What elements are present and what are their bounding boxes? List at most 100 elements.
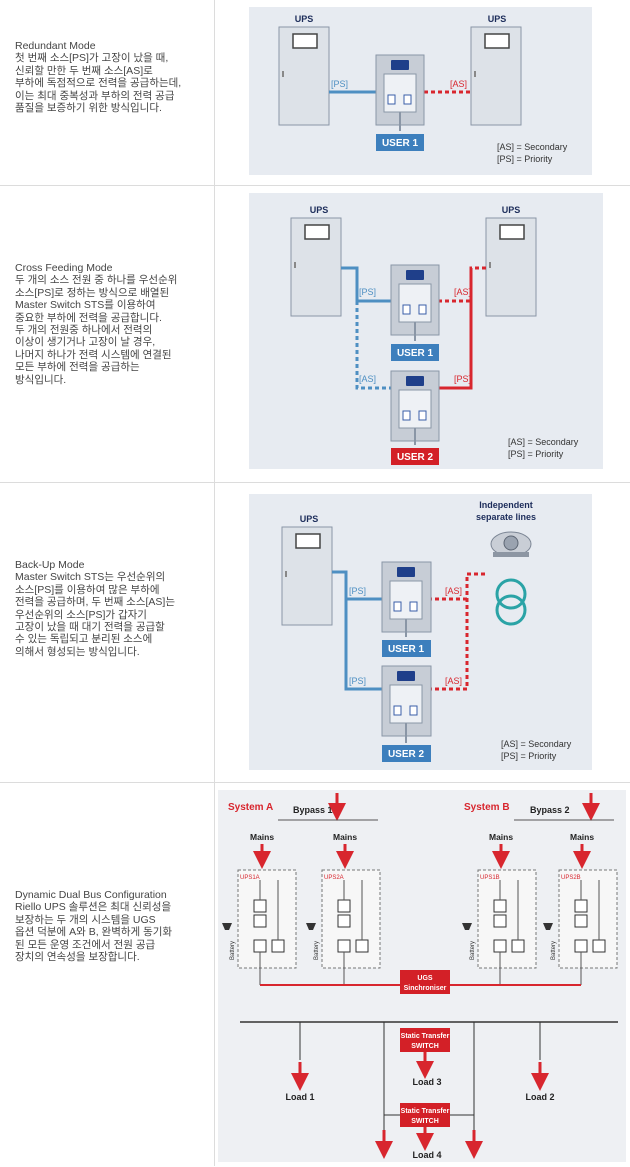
mode-title: Cross Feeding Mode [15, 262, 113, 274]
ups-label: UPS [488, 14, 507, 24]
battery-icon [543, 923, 553, 930]
mode-body: Master Switch STS는 우선순위의 소스[PS]를 이용하여 많은… [15, 571, 176, 658]
user2-badge [382, 745, 431, 762]
static-transfer-switch-1 [400, 1028, 450, 1052]
dynamic-dual-bus-row: Dynamic Dual Bus Configuration Riello UP… [0, 782, 630, 1166]
ps-label: [PS] [349, 676, 366, 686]
ps-line-user1 [332, 570, 382, 601]
back-up-diagram: UPS [PS] [PS] [AS] [AS] Independent sepa… [249, 494, 592, 770]
ups-cabinet-right [485, 217, 537, 317]
cross-feeding-diagram: UPS UPS [PS] [AS] [AS] [PS] [249, 193, 603, 469]
ups-block-2b: Mains UPS2B Battery [543, 832, 618, 985]
ups-block-1b: Mains UPS1B Battery [462, 832, 537, 985]
ups-block-2a: Mains UPS2A Battery [306, 832, 381, 985]
sts-switch-unit [375, 54, 425, 131]
legend-priority: [PS] = Priority [508, 449, 564, 459]
sts-label: SWITCH [411, 1043, 439, 1050]
user1-badge [391, 344, 439, 361]
ups-label: UPS [295, 14, 314, 24]
redundant-diagram: UPS UPS [PS] [AS] [249, 7, 592, 175]
redundant-mode-description: Redundant Mode 첫 번째 소스[PS]가 고장이 났을 때, 신뢰… [15, 40, 205, 114]
as-label: [AS] [454, 287, 471, 297]
as-label: [AS] [445, 586, 462, 596]
back-up-mode-row: Back-Up Mode Master Switch STS는 우선순위의 소스… [0, 482, 630, 783]
mains-label: Mains [333, 832, 357, 842]
battery-label: Battery [470, 941, 476, 960]
ups-label: UPS [300, 514, 319, 524]
ups2a-label: UPS2A [324, 875, 344, 881]
ups-label: UPS [502, 205, 521, 215]
sts-label: Static Transfer [401, 1108, 450, 1115]
ps-label: [PS] [454, 374, 471, 384]
as-line [431, 572, 485, 691]
ps-line-user2 [439, 268, 473, 390]
user2-label: USER 2 [397, 452, 434, 463]
cross-feeding-mode-row: Cross Feeding Mode 두 개의 소스 전원 중 하나를 우선순위… [0, 185, 630, 483]
user1-label: USER 1 [382, 138, 419, 149]
load3-label: Load 3 [412, 1077, 441, 1087]
ps-line-user2 [344, 599, 382, 691]
load4-label: Load 4 [412, 1150, 441, 1160]
bypass1-label: Bypass 1 [293, 805, 333, 815]
battery-icon [462, 923, 472, 930]
back-up-description: Back-Up Mode Master Switch STS는 우선순위의 소스… [15, 559, 205, 658]
battery-icon [306, 923, 316, 930]
mode-body: 두 개의 소스 전원 중 하나를 우선순위 소스[PS]로 정하는 방식으로 배… [15, 274, 178, 386]
as-label: [AS] [359, 374, 376, 384]
ugs-label: UGS [417, 975, 433, 982]
ps-label: [PS] [359, 287, 376, 297]
coil-icon [495, 578, 527, 626]
ps-label: [PS] [349, 586, 366, 596]
ups1a-label: UPS1A [240, 875, 260, 881]
cross-feeding-description: Cross Feeding Mode 두 개의 소스 전원 중 하나를 우선순위… [15, 262, 205, 386]
battery-label: Battery [314, 941, 320, 960]
as-label: [AS] [450, 79, 467, 89]
mains-label: Mains [570, 832, 594, 842]
dual-bus-description: Dynamic Dual Bus Configuration Riello UP… [15, 889, 205, 963]
ugs-synchroniser-box [400, 970, 450, 994]
ups-cabinet-left [290, 217, 342, 317]
load2-label: Load 2 [525, 1092, 554, 1102]
static-transfer-switch-2 [400, 1103, 450, 1127]
ups-cabinet-left [278, 26, 330, 126]
as-label: [AS] [445, 676, 462, 686]
user2-label: USER 2 [388, 749, 425, 760]
mode-body: 첫 번째 소스[PS]가 고장이 났을 때, 신뢰할 만한 두 번째 소스[AS… [15, 52, 182, 115]
mode-title: Back-Up Mode [15, 559, 85, 571]
bypass2-label: Bypass 2 [530, 805, 570, 815]
ups-block-1a: Mains UPS1A Battery [222, 832, 297, 985]
independent-label: separate lines [476, 512, 536, 522]
legend-priority: [PS] = Priority [497, 154, 553, 164]
sts-switch-unit [390, 370, 440, 445]
dual-bus-diagram: System A System B Bypass 1 Bypass 2 Main… [218, 790, 626, 1162]
user2-badge [391, 448, 439, 465]
ugs-label: Sinchroniser [404, 985, 447, 992]
user1-badge [376, 134, 424, 151]
as-line-user2 [355, 301, 391, 390]
ups-label: UPS [310, 205, 329, 215]
legend-secondary: [AS] = Secondary [508, 437, 579, 447]
legend-priority: [PS] = Priority [501, 751, 557, 761]
system-b-label: System B [464, 802, 510, 813]
sts-switch-unit [381, 665, 432, 743]
sts-switch-unit [381, 561, 432, 637]
ups1b-label: UPS1B [480, 875, 500, 881]
sts-label: SWITCH [411, 1118, 439, 1125]
redundant-mode-row: Redundant Mode 첫 번째 소스[PS]가 고장이 났을 때, 신뢰… [0, 0, 630, 186]
independent-label: Independent [479, 500, 533, 510]
mode-body: Riello UPS 솔루션은 최대 신뢰성을 보장하는 두 개의 시스템을 U… [15, 901, 173, 964]
user1-label: USER 1 [397, 348, 434, 359]
ups-cabinet-right [470, 26, 522, 126]
sts-switch-unit [390, 264, 440, 341]
generator-icon [490, 531, 532, 557]
legend-secondary: [AS] = Secondary [501, 739, 572, 749]
sts-label: Static Transfer [401, 1033, 450, 1040]
mode-title: Redundant Mode [15, 40, 96, 52]
battery-icon [222, 923, 232, 930]
load1-label: Load 1 [285, 1092, 314, 1102]
ps-label: [PS] [331, 79, 348, 89]
system-a-label: System A [228, 802, 273, 813]
user1-badge [382, 640, 431, 657]
ups2b-label: UPS2B [561, 875, 581, 881]
ps-line-user1 [341, 266, 391, 303]
